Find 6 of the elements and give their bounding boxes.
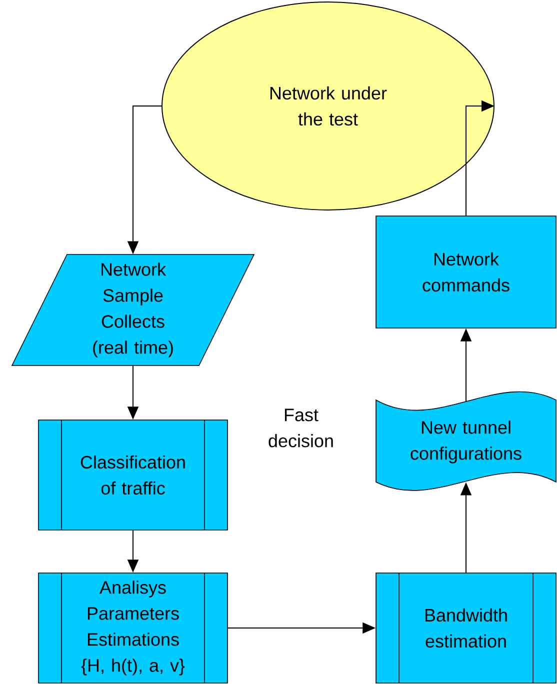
predefined-process-box: Bandwidth estimation [376,572,556,684]
predefined-process-box: Classification of traffic [38,420,228,530]
note-text: Fast decision [268,408,333,448]
ellipse-node: Network under the test [162,2,494,210]
process-box: Network commands [376,216,556,328]
predefined-process-box: Analisys Parameters Estimations {H, h(t), a, v} [38,572,228,684]
